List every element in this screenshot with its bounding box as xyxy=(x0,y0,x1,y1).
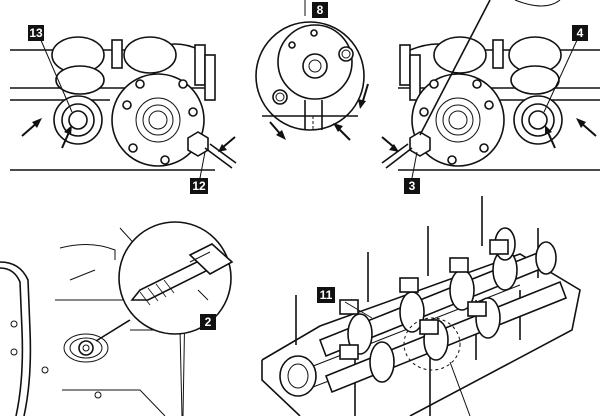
svg-text:11: 11 xyxy=(320,288,333,302)
callout-8: 8 xyxy=(312,2,328,18)
svg-text:2: 2 xyxy=(205,315,212,329)
panel-left-camshaft xyxy=(10,36,237,179)
callout-12: 12 xyxy=(190,178,208,194)
panel-cylinder-head xyxy=(261,196,581,416)
panel-lower-left-housing xyxy=(0,221,234,416)
svg-text:13: 13 xyxy=(29,26,43,40)
callout-13: 13 xyxy=(28,25,44,41)
callout-4: 4 xyxy=(572,25,588,41)
svg-text:3: 3 xyxy=(409,179,416,193)
callout-3: 3 xyxy=(404,178,420,194)
svg-text:4: 4 xyxy=(577,26,584,40)
svg-text:8: 8 xyxy=(317,3,324,17)
panel-center-detail xyxy=(255,0,369,141)
svg-text:12: 12 xyxy=(192,179,206,193)
callout-2: 2 xyxy=(200,314,216,330)
panel-right-camshaft xyxy=(381,0,600,179)
callout-11: 11 xyxy=(317,287,335,303)
